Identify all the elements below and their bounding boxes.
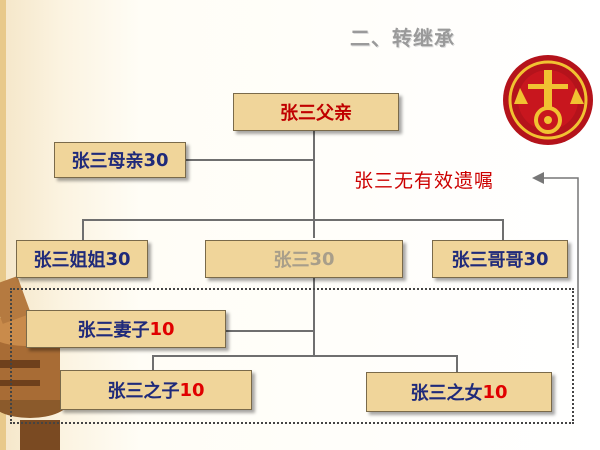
- connector-mother: [186, 159, 314, 161]
- node-brother-share: 30: [523, 248, 549, 270]
- court-emblem-icon: [503, 55, 593, 145]
- node-mother-share: 30: [143, 149, 169, 171]
- node-daughter-share: 10: [482, 381, 508, 403]
- connector-sister-down: [82, 219, 84, 241]
- node-son-share: 10: [179, 379, 205, 401]
- connector-self-down: [313, 276, 315, 356]
- node-self-share: 30: [309, 248, 335, 270]
- note-arrow: [532, 172, 579, 348]
- node-wife-name: 张三妻子: [77, 320, 150, 341]
- node-self-name: 张三: [273, 250, 310, 271]
- connector-wife: [226, 330, 314, 332]
- connector-father-down: [313, 130, 315, 238]
- node-son-name: 张三之子: [107, 381, 180, 402]
- node-father: 张三父亲: [233, 93, 399, 131]
- node-daughter-name: 张三之女: [410, 383, 483, 404]
- connector-brother-down: [502, 219, 504, 241]
- node-mother-name: 张三母亲: [71, 151, 144, 172]
- node-brother-name: 张三哥哥: [451, 250, 524, 271]
- no-valid-will-note: 张三无有效遗嘱: [354, 170, 495, 192]
- left-decor-band: [0, 0, 6, 450]
- node-father-name: 张三父亲: [280, 103, 352, 124]
- node-sister-share: 30: [105, 248, 131, 270]
- connector-son-down: [152, 355, 154, 371]
- connector-sibling-bar: [82, 219, 504, 221]
- heirs-group-outline: [10, 288, 574, 424]
- node-sister-name: 张三姐姐: [33, 250, 106, 271]
- slide-title: 二、转继承: [350, 26, 455, 50]
- node-wife-share: 10: [149, 318, 175, 340]
- connector-daughter-down: [456, 355, 458, 373]
- connector-children-bar: [152, 355, 458, 357]
